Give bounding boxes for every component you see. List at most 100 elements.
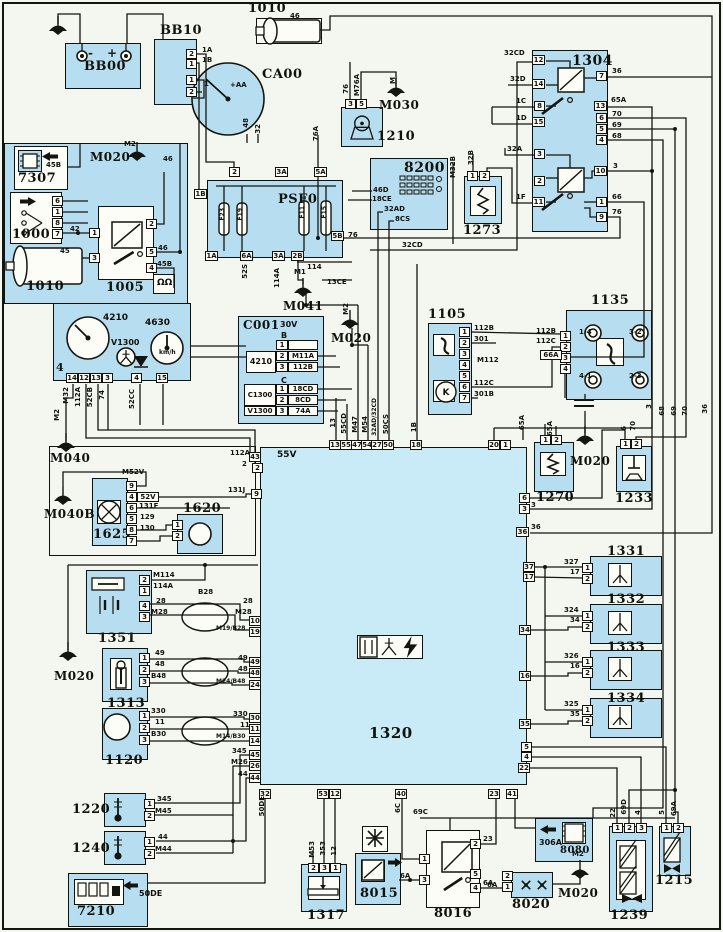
label-M: M — [389, 77, 397, 84]
pin-3: 3 — [534, 149, 545, 159]
pin-3A: 3A — [275, 167, 288, 177]
label-68: 68 — [658, 406, 666, 416]
pin-8: 8 — [52, 218, 63, 228]
label-4: 4 — [634, 810, 642, 815]
pin-2: 2 — [172, 531, 183, 541]
pin-23: 23 — [488, 789, 500, 799]
pin-1B: 1B — [194, 189, 207, 199]
label-22: 22 — [609, 808, 617, 818]
pin-3: 3 — [419, 875, 430, 885]
pin-1: 1 — [540, 435, 551, 445]
label-12: 12 — [330, 846, 338, 856]
pin-8CD: 8CD — [288, 395, 318, 405]
label-66: 66 — [612, 193, 622, 201]
label-69: 69 — [670, 406, 678, 416]
label-70: 70 — [681, 406, 689, 416]
pin-36: 36 — [516, 527, 529, 537]
label-23: 23 — [483, 835, 493, 843]
icon-box-1317 — [308, 876, 340, 900]
component-PSF0 — [207, 180, 343, 258]
label-1C: 1C — [516, 97, 527, 105]
pin-3: 3 — [102, 373, 113, 383]
pin-24: 24 — [249, 680, 261, 690]
pin-53: 53 — [317, 789, 329, 799]
pin-12: 12 — [532, 55, 545, 65]
pin-45: 45 — [249, 750, 261, 760]
component-8020 — [511, 872, 553, 898]
label-35: 35 — [570, 710, 580, 718]
pin-3: 3 — [276, 362, 288, 372]
label-6C: 6C — [394, 803, 402, 814]
pin-3: 3 — [276, 406, 288, 416]
pin-2: 2 — [139, 575, 150, 585]
pin-2B: 2B — [291, 251, 304, 261]
pin-5: 5 — [356, 99, 367, 109]
pin-3: 3 — [459, 349, 470, 359]
label-3: 3 — [531, 501, 536, 509]
pin-2: 2 — [560, 342, 571, 352]
pin-2: 2 — [582, 574, 593, 584]
label-B28: B28 — [198, 588, 214, 596]
pin-1: 1 — [467, 171, 478, 181]
component-1215 — [659, 826, 691, 876]
label-1120: 1120 — [105, 753, 144, 768]
label-M14/B30: M14/B30 — [216, 733, 246, 740]
ground-label-M041: M041 — [283, 299, 324, 313]
label-1210: 1210 — [377, 129, 416, 144]
pin-5: 5 — [596, 124, 607, 134]
pin-1: 1 — [276, 384, 288, 394]
pin-5B: 5B — [331, 231, 344, 241]
pin-1: 1 — [459, 327, 470, 337]
pin-2: 2 — [229, 167, 240, 177]
pin-2: 2 — [479, 171, 490, 181]
label-M28: M28 — [235, 608, 252, 616]
ground-label-M040: M040 — [50, 451, 91, 465]
label-F23: F23 — [219, 208, 226, 221]
label-32AD: 32AD — [384, 205, 405, 213]
label-1270: 1270 — [536, 490, 575, 505]
label--: - — [88, 46, 94, 60]
label-1304: 1304 — [572, 53, 613, 69]
starter-body-top — [256, 18, 322, 44]
pin-4: 4 — [146, 263, 157, 273]
label-M2: M2 — [342, 303, 350, 315]
pin-9: 9 — [596, 212, 607, 222]
label-28: 28 — [156, 597, 166, 605]
snowflake-box — [362, 826, 388, 852]
label-42: 42 — [70, 225, 80, 233]
label-76A: 76A — [312, 126, 320, 142]
pin-11: 11 — [249, 724, 261, 734]
label-3: 3 — [613, 162, 618, 170]
icon-box-8015 — [361, 860, 385, 882]
component-1240 — [104, 831, 146, 865]
label-M26: M26 — [231, 758, 248, 766]
label-52CC: 52CC — [128, 389, 136, 410]
pin-12: 12 — [78, 373, 90, 383]
inj-box-1333 — [608, 657, 632, 681]
pin-3: 3 — [139, 677, 150, 687]
pin-2: 2 — [502, 871, 513, 881]
label-1273: 1273 — [463, 223, 502, 238]
label-13: 13 — [329, 418, 337, 428]
label-1B: 1B — [202, 56, 213, 64]
label-1B: 1B — [410, 422, 418, 433]
label-114A: 114A — [153, 582, 174, 590]
pin-2: 2 — [470, 839, 481, 849]
label-1215: 1215 — [655, 873, 694, 888]
ground-label-M020: M020 — [558, 886, 599, 900]
label-2: 2 — [242, 460, 247, 468]
label-F11: F11 — [299, 206, 306, 219]
pin-6A: 6A — [240, 251, 253, 261]
label-48: 48 — [238, 665, 248, 673]
pin-22: 22 — [518, 763, 530, 773]
label-PSF0: PSF0 — [278, 192, 318, 207]
label-M114: M114 — [153, 571, 175, 579]
pin-1: 1 — [186, 59, 197, 69]
pin-3: 3 — [345, 99, 356, 109]
pin-26: 26 — [249, 761, 261, 771]
label-65A: 65A — [518, 415, 526, 431]
pin-1: 1 — [144, 837, 155, 847]
pin-2: 2 — [624, 823, 635, 833]
label-17: 17 — [570, 568, 580, 576]
pin-4: 4 — [470, 883, 481, 893]
